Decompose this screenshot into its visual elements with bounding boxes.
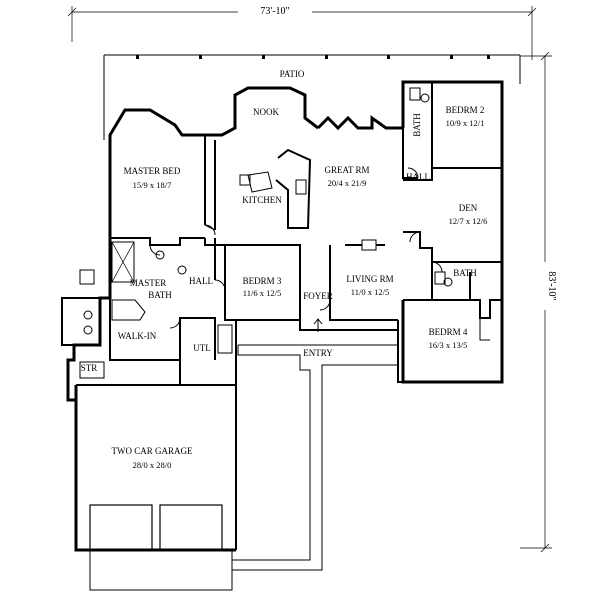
- bath-right-label: BATH: [453, 268, 477, 278]
- bedrm-2-label: BEDRM 2: [446, 105, 485, 115]
- living-room-label: LIVING RM: [346, 274, 393, 284]
- patio-outline: [103, 54, 521, 140]
- den-size: 12/7 x 12/6: [449, 216, 488, 226]
- bath-top-label: BATH: [412, 113, 422, 137]
- entry-label: ENTRY: [303, 348, 333, 358]
- patio-label: PATIO: [280, 69, 305, 79]
- bedrm-4-size: 16/3 x 13/5: [429, 340, 468, 350]
- overall-width-label: 73'-10": [260, 6, 289, 17]
- living-room-size: 11/0 x 12/5: [351, 287, 389, 297]
- doors: [149, 167, 443, 329]
- garage-label: TWO CAR GARAGE: [112, 446, 193, 456]
- kitchen-label: KITCHEN: [242, 195, 282, 205]
- exterior-walls: [61, 80, 504, 402]
- master-bath-label-2: BATH: [148, 290, 172, 300]
- bedrm-4-label: BEDRM 4: [429, 327, 468, 337]
- utl-label: UTL: [193, 343, 211, 353]
- den-label: DEN: [459, 203, 478, 213]
- great-room-size: 20/4 x 21/9: [328, 178, 367, 188]
- fixtures: [79, 87, 453, 379]
- garage-outline: [74, 384, 236, 591]
- overall-depth-label: 83'-10": [546, 271, 557, 300]
- foyer-label: FOYER: [303, 291, 333, 301]
- str-label: STR: [81, 363, 98, 373]
- bedrm-3-label: BEDRM 3: [243, 276, 282, 286]
- bedrm-2-size: 10/9 x 12/1: [446, 118, 485, 128]
- nook-label: NOOK: [253, 107, 279, 117]
- hall-right-label: HALL: [406, 172, 430, 182]
- great-room-label: GREAT RM: [324, 165, 369, 175]
- garage-size: 28/0 x 28/0: [133, 460, 172, 470]
- interior-walls: [109, 82, 502, 550]
- walk-in-label: WALK-IN: [118, 331, 157, 341]
- bedrm-3-size: 11/6 x 12/5: [243, 288, 281, 298]
- master-bath-label: MASTER: [130, 278, 167, 288]
- entry-arrow-icon: [313, 318, 323, 332]
- master-bed-label: MASTER BED: [124, 166, 181, 176]
- hall-left-label: HALL: [189, 276, 213, 286]
- entry-walkway: [232, 344, 399, 571]
- master-bed-size: 15/9 x 18/7: [133, 180, 172, 190]
